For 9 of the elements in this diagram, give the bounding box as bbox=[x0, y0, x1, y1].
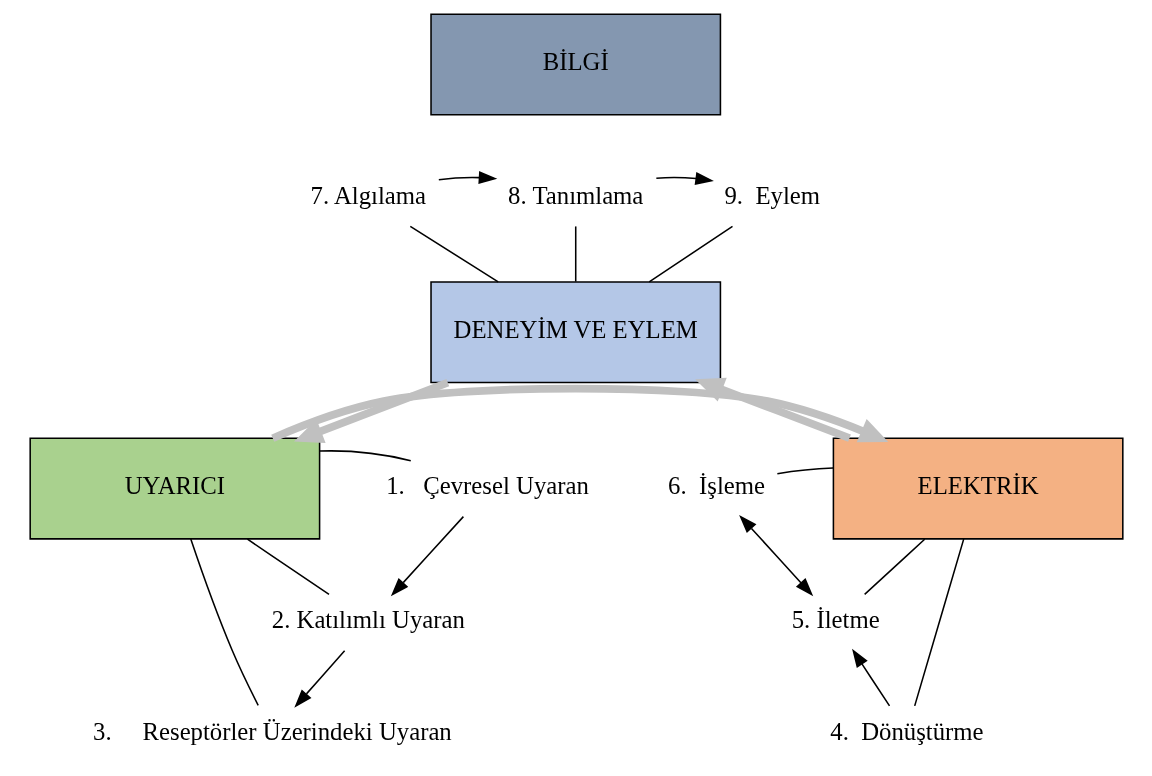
node-text: 6. İşleme bbox=[667, 472, 765, 500]
node-text: 2. Katılımlı Uyaran bbox=[271, 606, 465, 634]
node-text: 9. Eylem bbox=[724, 182, 820, 210]
node-text: 3. Reseptörler Üzerindeki Uyaran bbox=[92, 717, 452, 745]
node-text: 5. İletme bbox=[791, 606, 880, 634]
node-text: 4. Dönüştürme bbox=[829, 717, 984, 745]
node-text: 1. Çevresel Uyaran bbox=[385, 472, 589, 500]
node-text: 7. Algılama bbox=[310, 182, 426, 210]
node-text: 8. Tanımlama bbox=[507, 182, 643, 210]
